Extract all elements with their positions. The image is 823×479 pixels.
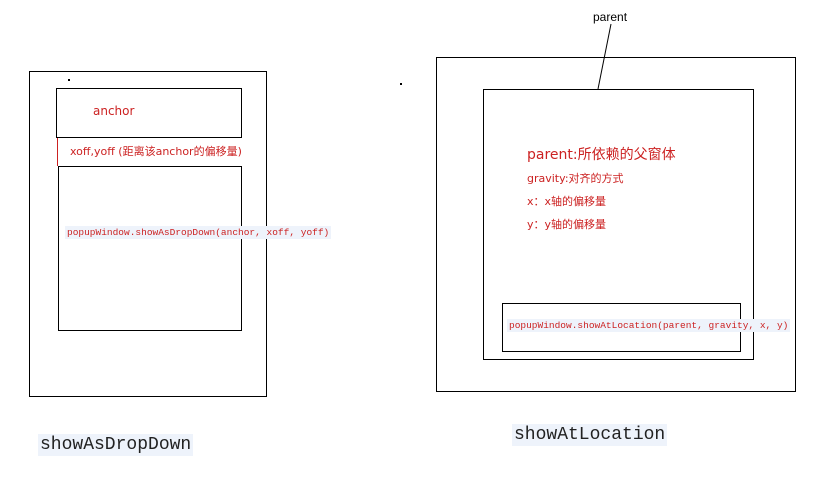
offset-indicator-line [57,138,58,166]
parent-window-box [483,89,754,360]
show-at-location-caption: showAtLocation [512,424,668,446]
show-as-dropdown-code: popupWindow.showAsDropDown(anchor, xoff,… [65,226,332,239]
anchor-label: anchor [93,104,135,118]
popup-box [58,166,242,331]
right-outer-frame [436,57,796,392]
note-x-offset: x：x轴的偏移量 [527,195,607,208]
note-parent: parent:所依赖的父窗体 [527,147,676,163]
note-gravity: gravity:对齐的方式 [527,172,624,185]
show-as-dropdown-caption: showAsDropDown [38,434,194,456]
note-y-offset: y：y轴的偏移量 [527,218,607,231]
show-at-location-code: popupWindow.showAtLocation(parent, gravi… [507,319,791,332]
anchor-box [56,88,242,138]
offset-note: xoff,yoff (距离该anchor的偏移量) [70,145,242,158]
parent-label: parent [593,10,628,24]
center-marker-dot [400,83,402,85]
left-marker-dot [68,79,70,81]
